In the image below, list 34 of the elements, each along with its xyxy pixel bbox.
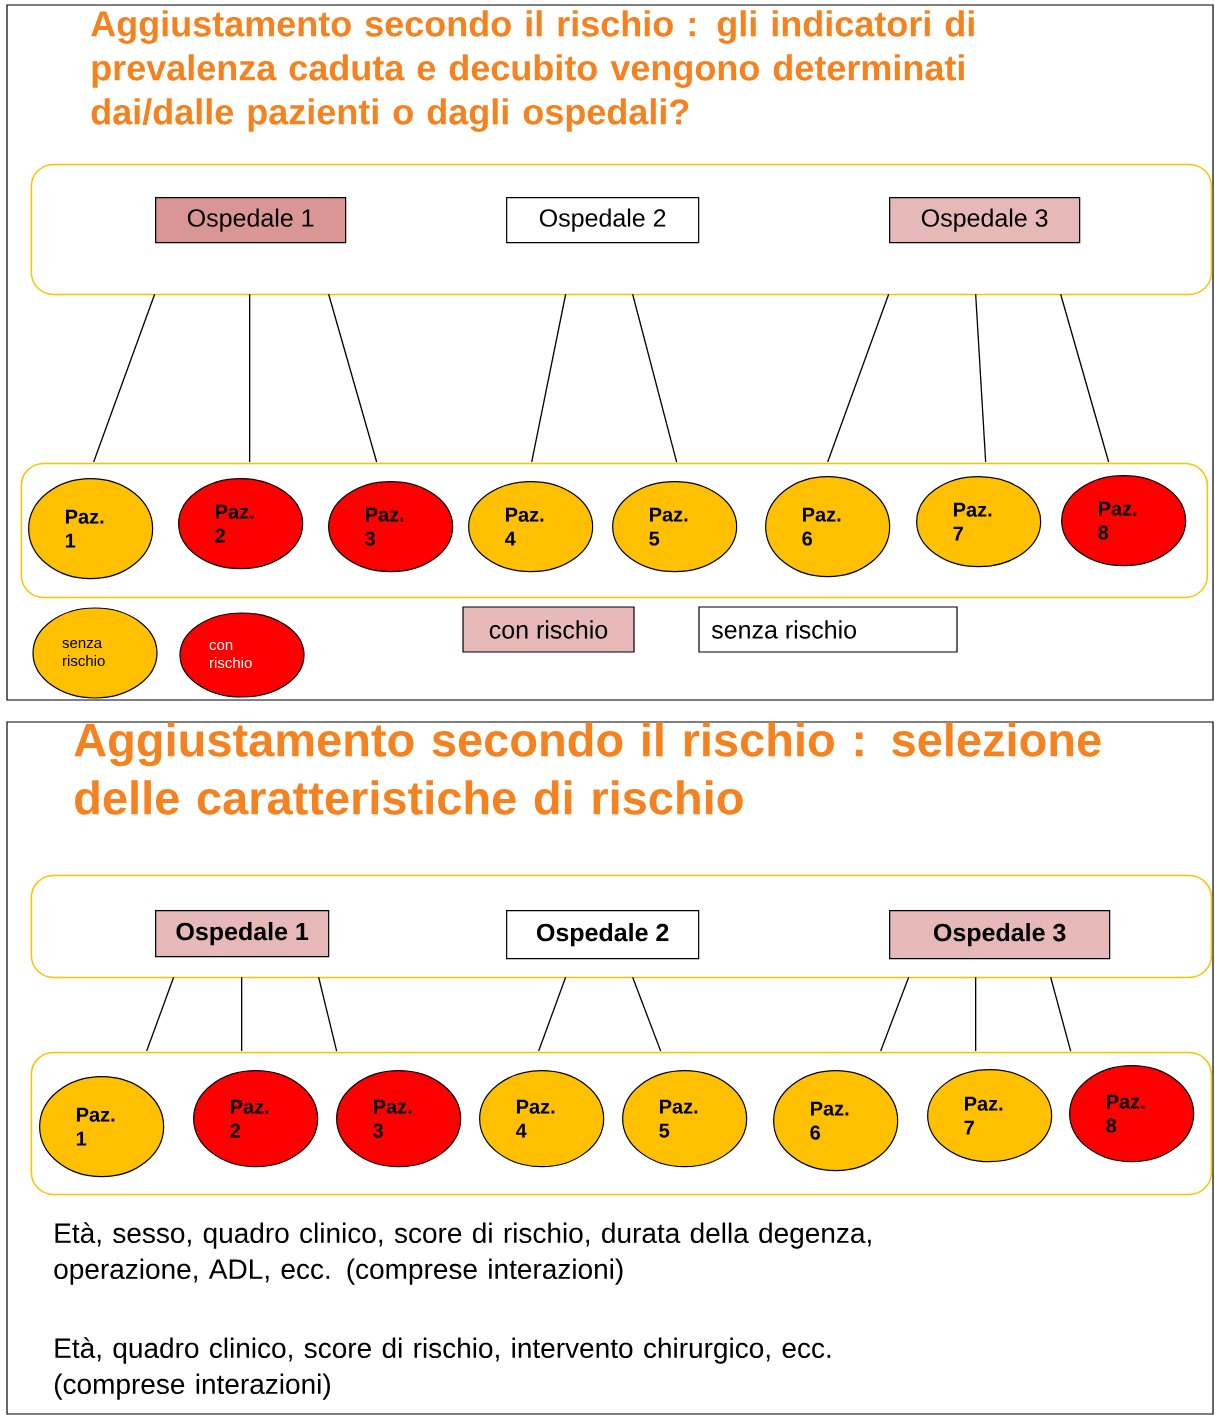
connector-line xyxy=(975,293,987,463)
hospital-box: Ospedale 1 xyxy=(155,197,347,244)
slide-title: Aggiustamento secondo il rischio : selezione delle caratteristiche di rischio xyxy=(74,722,1101,815)
hospital-box: Ospedale 2 xyxy=(506,910,700,960)
connector-line xyxy=(632,293,678,463)
note-text: Età, quadro clinico, score di rischio, intervento chirurgico, ecc. (comprese interazioni) xyxy=(54,1337,831,1400)
connector-line xyxy=(975,976,977,1052)
band-box xyxy=(20,462,1209,599)
hospital-box: Ospedale 3 xyxy=(889,197,1081,244)
connector-line xyxy=(632,976,662,1052)
note-text: Età, sesso, quadro clinico, score di rischio, durata della degenza, operazione, ADL, ecc. (comprese interazioni) xyxy=(54,1222,871,1285)
legend-item: senza rischio xyxy=(32,607,158,699)
connector-line xyxy=(249,293,251,463)
band-box xyxy=(30,1051,1213,1196)
connector-line xyxy=(328,293,378,463)
connector-line xyxy=(538,976,567,1052)
legend-item: senza rischio xyxy=(698,606,958,653)
slide-title: Aggiustamento secondo il rischio : gli indicatori di prevalenza caduta e decubito vengono determinati dai/dalle pazienti o dagli ospedali? xyxy=(91,10,974,132)
connector-line xyxy=(318,976,338,1052)
hospital-box: Ospedale 2 xyxy=(506,197,700,244)
connector-line xyxy=(146,976,175,1052)
hospital-box: Ospedale 1 xyxy=(155,910,330,958)
connector-line xyxy=(241,976,243,1052)
connector-line xyxy=(531,293,567,463)
legend-item: con rischio xyxy=(179,612,305,698)
band-box xyxy=(30,163,1213,296)
connector-line xyxy=(827,293,890,463)
band-box xyxy=(30,874,1213,979)
connector-line xyxy=(1050,976,1072,1052)
connector-line xyxy=(93,293,156,463)
connector-line xyxy=(880,976,910,1052)
hospital-box: Ospedale 3 xyxy=(889,910,1111,960)
connector-line xyxy=(1060,293,1110,463)
legend-item: con rischio xyxy=(462,606,635,653)
